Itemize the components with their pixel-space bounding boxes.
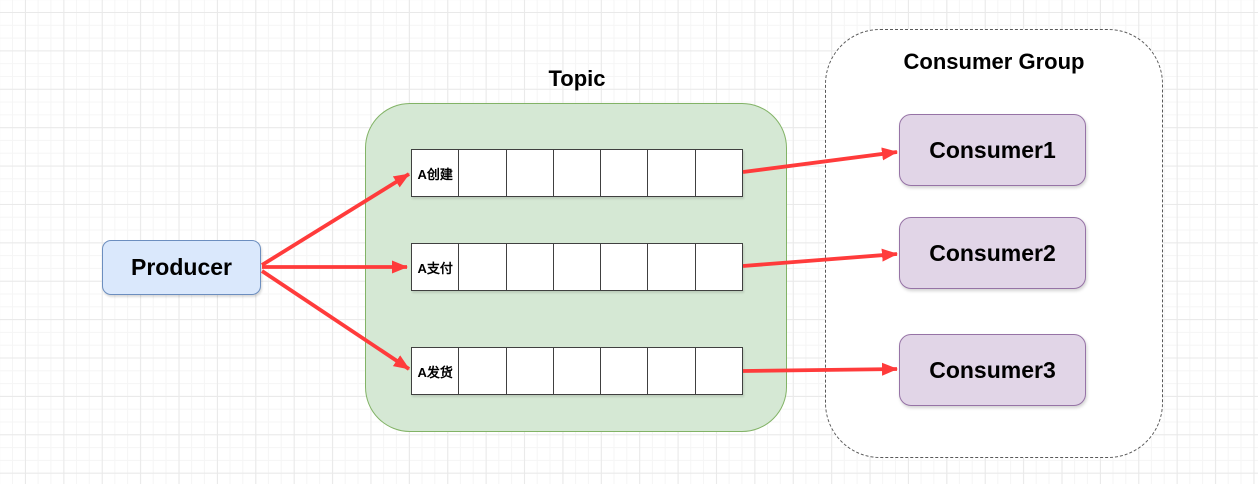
partition-cell	[648, 244, 696, 290]
partition-cell	[459, 244, 507, 290]
partition-label-cell: A支付	[412, 244, 460, 290]
partition-cell	[696, 150, 742, 196]
partition-cell	[554, 244, 602, 290]
consumer1-label: Consumer1	[929, 136, 1056, 163]
consumer3-label: Consumer3	[929, 356, 1056, 383]
partition-label-cell: A发货	[412, 348, 460, 394]
consumer-group-title: Consumer Group	[903, 49, 1085, 74]
partition-cell	[601, 150, 649, 196]
partition-cell	[696, 244, 742, 290]
consumer1-node[interactable]: Consumer1	[899, 114, 1086, 186]
partition-row-2[interactable]: A支付	[411, 243, 743, 291]
partition-row-3[interactable]: A发货	[411, 347, 743, 395]
producer-label: Producer	[131, 254, 232, 280]
partition-cell	[507, 348, 554, 394]
partition-cell	[601, 348, 649, 394]
producer-node[interactable]: Producer	[102, 240, 261, 295]
partition-cell	[696, 348, 742, 394]
partition-row-1[interactable]: A创建	[411, 149, 743, 197]
consumer3-node[interactable]: Consumer3	[899, 334, 1086, 406]
partition-label: A支付	[417, 260, 453, 276]
partition-cell	[648, 150, 696, 196]
partition-label: A发货	[417, 364, 453, 380]
consumer2-node[interactable]: Consumer2	[899, 217, 1086, 289]
partition-cell	[648, 348, 696, 394]
topic-title: Topic	[548, 66, 606, 91]
partition-cell	[459, 150, 507, 196]
partition-label-cell: A创建	[412, 150, 460, 196]
partition-cell	[459, 348, 507, 394]
partition-cell	[554, 348, 602, 394]
partition-cell	[554, 150, 602, 196]
partition-cell	[601, 244, 649, 290]
partition-cell	[507, 150, 554, 196]
partition-label: A创建	[417, 166, 453, 182]
consumer2-label: Consumer2	[929, 239, 1056, 266]
partition-cell	[507, 244, 554, 290]
